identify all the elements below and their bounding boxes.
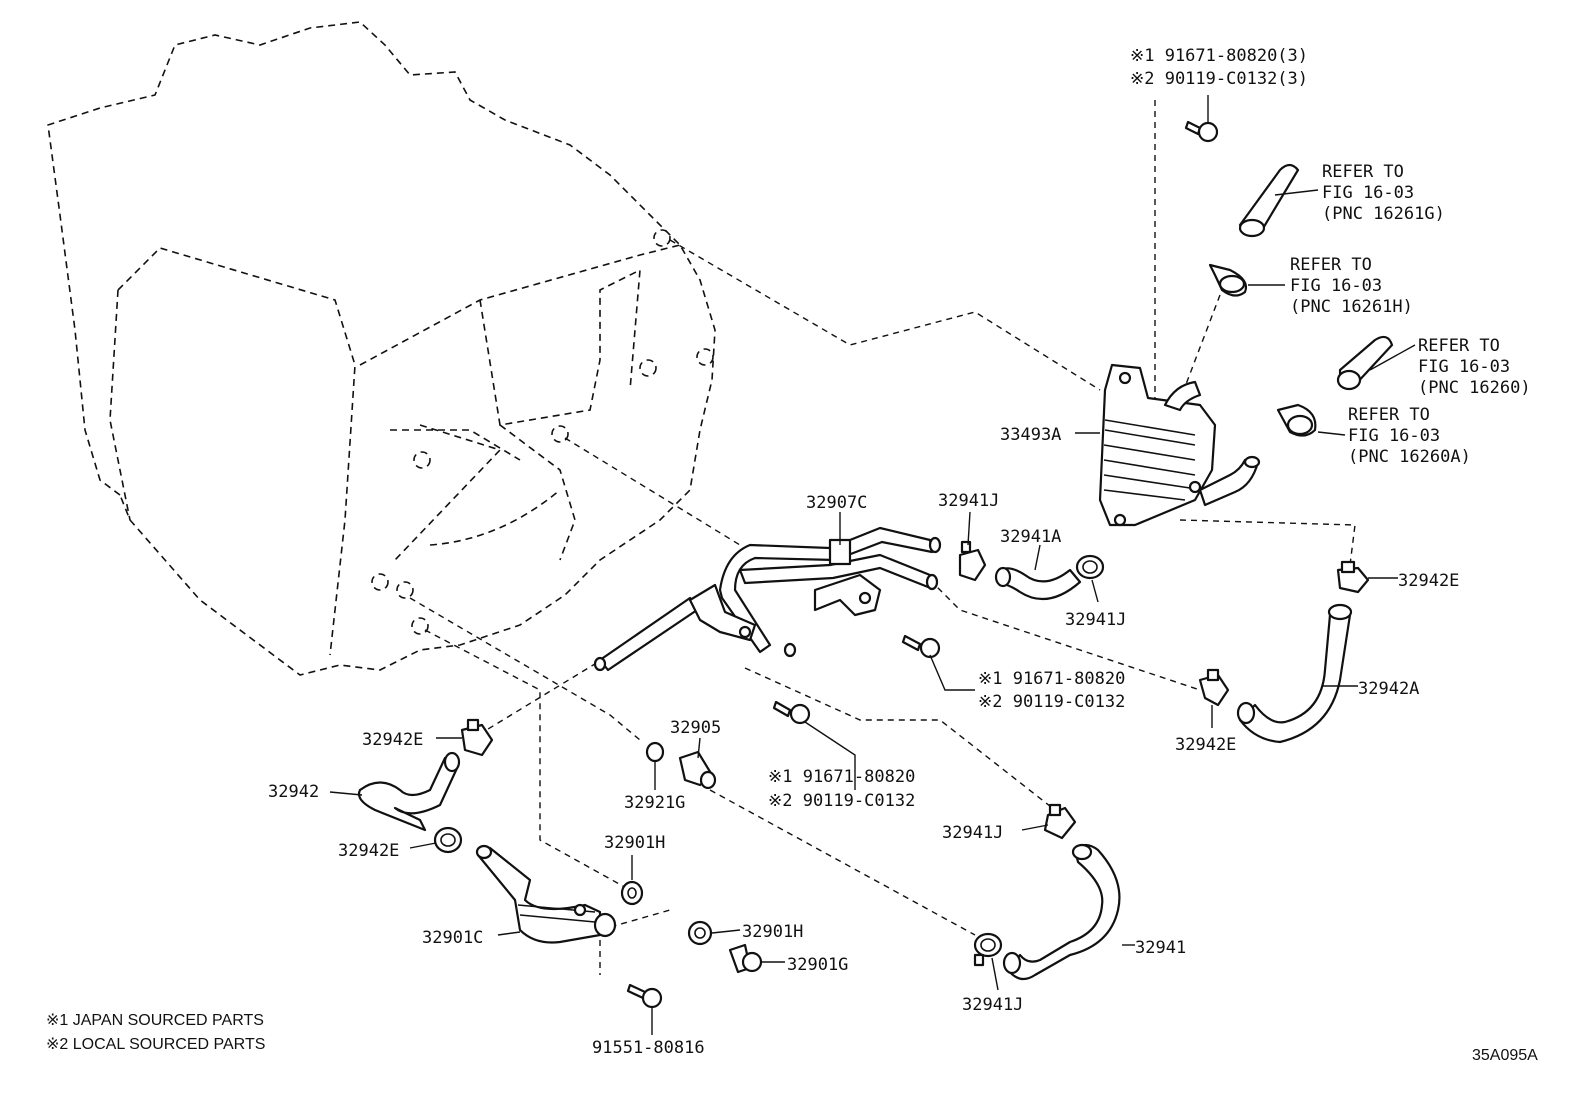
label-ref-16261h-line2: FIG 16-03 [1290, 276, 1382, 296]
label-32942e-c: 32942E [362, 730, 423, 750]
ref-clamp-16260a [1276, 403, 1346, 437]
label-ref-16261h-line1: REFER TO [1290, 255, 1372, 275]
clamp-32942e-a [1336, 560, 1370, 594]
label-ref-16260-line3: (PNC 16260) [1418, 378, 1531, 398]
label-top-bolt-1: ※1 91671-80820(3) [1130, 46, 1308, 66]
label-32921g: 32921G [624, 793, 685, 813]
hose-32942 [357, 751, 461, 832]
label-ref-16260-line1: REFER TO [1418, 336, 1500, 356]
hose-32941a [994, 566, 1082, 601]
hose-32941 [1002, 843, 1121, 981]
label-32942: 32942 [268, 782, 319, 802]
bolt-mid [901, 634, 941, 659]
note-japan-sourced: ※1 JAPAN SOURCED PARTS [46, 1012, 264, 1029]
label-ref-16261g-line3: (PNC 16261G) [1322, 204, 1445, 224]
label-32901g: 32901G [787, 955, 848, 975]
label-32901h-a: 32901H [604, 833, 665, 853]
bolt-91551 [626, 983, 663, 1009]
clamp-32941j-a [958, 540, 987, 582]
label-mid-bolt-1: ※1 91671-80820 [978, 669, 1125, 689]
label-32941j-a: 32941J [938, 491, 999, 511]
pipe-32901c [475, 844, 602, 944]
clamp-32942e-c [460, 718, 494, 757]
label-low-bolt-2: ※2 90119-C0132 [768, 791, 915, 811]
solid-leaders [329, 95, 1398, 1035]
washer-32901h-b [687, 920, 713, 946]
footnotes: ※1 JAPAN SOURCED PARTS ※2 LOCAL SOURCED … [46, 1012, 1538, 1064]
clamp-32941j-b [1075, 554, 1105, 580]
clamp-32941j-d [973, 932, 1003, 967]
label-32942e-a: 32942E [1398, 571, 1459, 591]
bolt-32901g [728, 943, 763, 974]
part-labels: ※1 91671-80820(3) ※2 90119-C0132(3) REFE… [268, 46, 1531, 1058]
note-local-sourced: ※2 LOCAL SOURCED PARTS [46, 1036, 265, 1053]
ref-hose-16261g [1238, 163, 1319, 238]
label-32905: 32905 [670, 718, 721, 738]
label-32941j-d: 32941J [962, 995, 1023, 1015]
washer-left [593, 912, 617, 938]
label-top-bolt-2: ※2 90119-C0132(3) [1130, 69, 1308, 89]
ref-clamp-16261h [1208, 263, 1285, 297]
label-32942e-d: 32942E [338, 841, 399, 861]
label-low-bolt-1: ※1 91671-80820 [768, 767, 915, 787]
label-32941j-b: 32941J [1065, 610, 1126, 630]
clamp-32942e-b [1198, 668, 1230, 707]
label-ref-16261h-line3: (PNC 16261H) [1290, 297, 1413, 317]
label-32901c: 32901C [422, 928, 483, 948]
label-ref-16261g-line2: FIG 16-03 [1322, 183, 1414, 203]
label-ref-16260a-line1: REFER TO [1348, 405, 1430, 425]
figure-code: 35A095A [1472, 1047, 1538, 1064]
washer-32901h-a [620, 880, 644, 906]
bolt-low [772, 700, 811, 725]
label-ref-16261g-line1: REFER TO [1322, 162, 1404, 182]
clamp-32942e-d [433, 826, 463, 854]
sensor-32905 [678, 750, 717, 790]
transaxle-housing [47, 21, 716, 676]
oil-cooler-33493a [1098, 363, 1261, 527]
pipe-32907c [593, 526, 942, 672]
label-32942e-b: 32942E [1175, 735, 1236, 755]
oring-32921g [645, 741, 665, 763]
label-32907c: 32907C [806, 493, 867, 513]
label-32941a: 32941A [1000, 527, 1061, 547]
label-33493a: 33493A [1000, 425, 1061, 445]
label-32941: 32941 [1135, 938, 1186, 958]
label-91551-80816: 91551-80816 [592, 1038, 705, 1058]
label-ref-16260a-line3: (PNC 16260A) [1348, 447, 1471, 467]
label-ref-16260a-line2: FIG 16-03 [1348, 426, 1440, 446]
clamp-32941j-c [1043, 803, 1077, 840]
label-32901h-b: 32901H [742, 922, 803, 942]
hose-32942a [1236, 603, 1353, 744]
label-mid-bolt-2: ※2 90119-C0132 [978, 692, 1125, 712]
bolt-top [1184, 120, 1219, 143]
ref-hose-16260 [1336, 335, 1416, 391]
label-ref-16260-line2: FIG 16-03 [1418, 357, 1510, 377]
label-32942a: 32942A [1358, 679, 1419, 699]
label-32941j-c: 32941J [942, 823, 1003, 843]
